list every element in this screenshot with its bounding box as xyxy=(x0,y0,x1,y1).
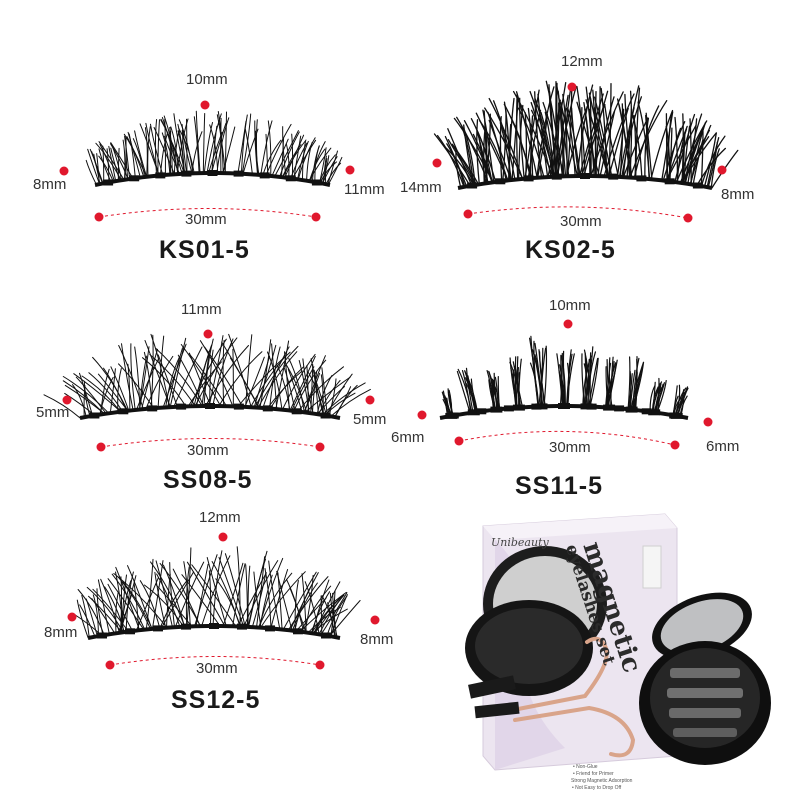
lash-row xyxy=(667,688,743,698)
width-arc xyxy=(100,438,321,448)
box-window xyxy=(642,545,662,589)
brand-logo: Unibeauty xyxy=(491,536,549,549)
product-ks01-5: 10mm 8mm 11mm 30mm KS01-5 xyxy=(0,0,400,270)
right-dot xyxy=(717,165,727,175)
top-length: 11mm xyxy=(181,301,222,318)
product-ks02-5: 12mm 14mm 8mm 30mm KS02-5 xyxy=(400,0,800,270)
package-illustration xyxy=(465,513,771,771)
top-length: 12mm xyxy=(561,53,603,70)
left-length: 5mm xyxy=(36,404,70,421)
width-length: 30mm xyxy=(196,660,238,677)
lash-row xyxy=(669,708,741,718)
right-length: 8mm xyxy=(721,186,755,203)
feature-line: • Non-Glue xyxy=(573,764,598,770)
lash-strip-image xyxy=(59,100,355,222)
applicator-pad xyxy=(474,701,520,719)
product-code: KS02-5 xyxy=(525,236,616,264)
top-dot xyxy=(218,532,228,542)
right-dot xyxy=(703,417,713,427)
right-length: 8mm xyxy=(360,631,394,648)
product-ss11-5: 10mm 6mm 6mm 30mm SS11-5 xyxy=(391,270,800,500)
lash-row xyxy=(673,728,737,737)
left-length: 14mm xyxy=(400,179,442,196)
product-code: SS12-5 xyxy=(171,686,261,714)
left-length: 8mm xyxy=(33,176,67,193)
top-length: 12mm xyxy=(199,509,241,526)
feature-line: Strong Magnetic Adsorption xyxy=(571,778,633,784)
width-right-dot xyxy=(683,213,693,223)
width-arc xyxy=(98,208,317,218)
width-length: 30mm xyxy=(549,439,591,456)
lash-strip-image xyxy=(67,532,380,670)
package-set: Unibeauty magnetic eyelashes set • Non-G… xyxy=(455,508,800,800)
width-arc xyxy=(467,206,689,219)
product-ss12-5: 12mm 8mm 8mm 30mm SS12-5 xyxy=(0,500,420,800)
top-dot xyxy=(200,100,210,110)
tweezer-applicator xyxy=(511,636,636,758)
left-length: 8mm xyxy=(44,624,78,641)
top-length: 10mm xyxy=(549,297,591,314)
left-dot xyxy=(417,410,427,420)
left-dot xyxy=(67,612,77,622)
top-dot xyxy=(203,329,213,339)
lash-strip-image xyxy=(43,329,375,452)
right-dot xyxy=(345,165,355,175)
case-tray-back xyxy=(475,608,583,684)
lash-strip-image xyxy=(432,80,739,223)
left-length: 6mm xyxy=(391,429,425,446)
right-dot xyxy=(365,395,375,405)
width-length: 30mm xyxy=(560,213,602,230)
left-dot xyxy=(432,158,442,168)
product-code: SS11-5 xyxy=(515,472,604,500)
right-dot xyxy=(370,615,380,625)
right-length: 6mm xyxy=(706,438,740,455)
width-arc xyxy=(109,656,321,666)
top-dot xyxy=(563,319,573,329)
left-dot xyxy=(59,166,69,176)
left-dot xyxy=(62,395,72,405)
right-length: 11mm xyxy=(344,181,385,198)
product-ss08-5: 11mm 5mm 5mm 30mm SS08-5 xyxy=(0,270,400,500)
right-length: 5mm xyxy=(353,411,387,428)
lash-row xyxy=(670,668,740,678)
feature-line: • Not Easy to Drop Off xyxy=(572,785,622,791)
top-length: 10mm xyxy=(186,71,228,88)
top-dot xyxy=(567,82,577,92)
product-code: KS01-5 xyxy=(159,236,250,264)
width-right-dot xyxy=(315,442,325,452)
width-length: 30mm xyxy=(185,211,227,228)
box-top xyxy=(483,514,677,540)
feature-line: • Friend for Primer xyxy=(573,771,614,777)
lash-strip-image xyxy=(417,319,713,450)
mirror-front xyxy=(660,599,744,653)
applicator-pad xyxy=(468,675,516,699)
product-code: SS08-5 xyxy=(163,466,253,494)
width-arc xyxy=(458,430,676,446)
width-length: 30mm xyxy=(187,442,229,459)
